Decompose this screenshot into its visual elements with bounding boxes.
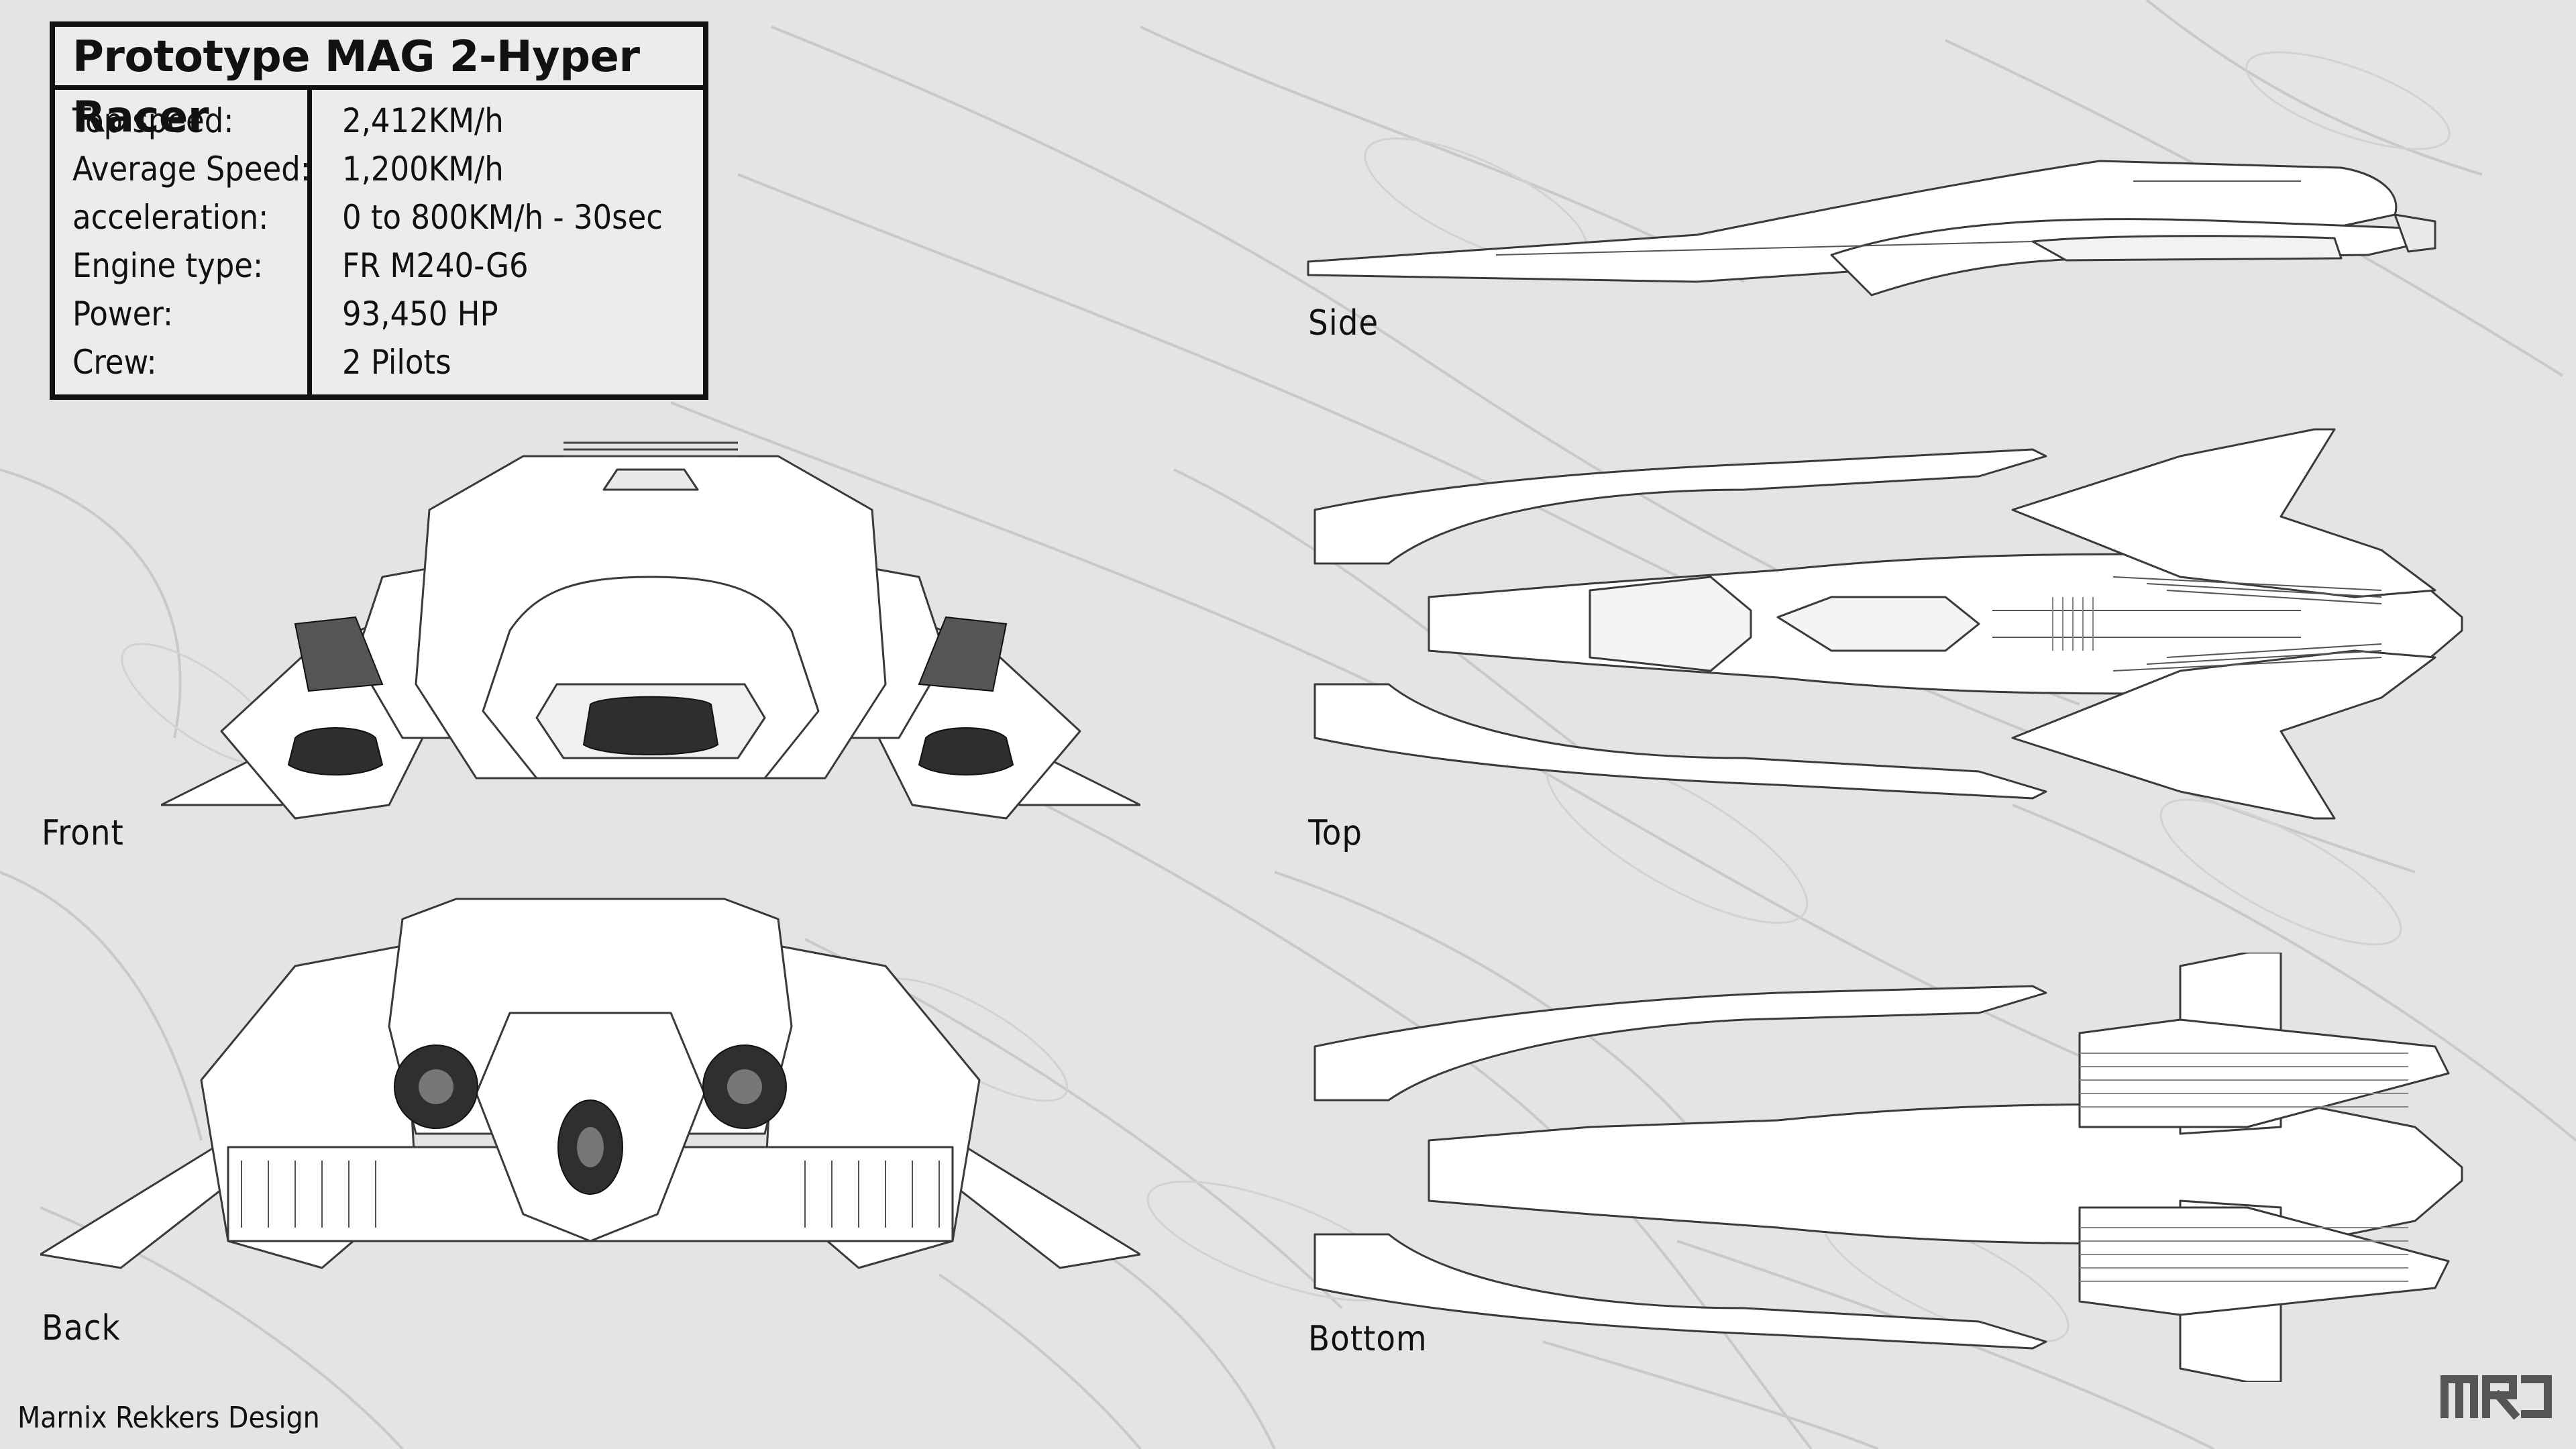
view-label-front: Front (42, 813, 124, 853)
spec-label: Crew: (72, 343, 157, 382)
view-label-bottom: Bottom (1308, 1319, 1428, 1359)
spec-row-engine-type: Engine type: FR M240-G6 (55, 241, 703, 290)
spec-row-top-speed: Top speed: 2,412KM/h (55, 97, 703, 145)
spec-value: 1,200KM/h (342, 150, 504, 189)
spec-value: 2,412KM/h (342, 101, 504, 140)
spec-value: FR M240-G6 (342, 246, 529, 285)
spec-sheet-title: Prototype MAG 2-Hyper Racer (55, 27, 703, 142)
spec-column-divider (307, 90, 312, 400)
spec-row-power: Power: 93,450 HP (55, 290, 703, 338)
side-view-drawing (1295, 141, 2475, 329)
designer-credit: Marnix Rekkers Design (17, 1401, 320, 1435)
view-label-top: Top (1308, 813, 1363, 853)
front-view-drawing (161, 429, 1140, 859)
spec-row-crew: Crew: 2 Pilots (55, 338, 703, 386)
spec-label: acceleration: (72, 198, 269, 237)
spec-label: Engine type: (72, 246, 264, 285)
spec-value: 0 to 800KM/h - 30sec (342, 198, 663, 237)
spec-value: 2 Pilots (342, 343, 451, 382)
spec-label: Top speed: (72, 101, 234, 140)
back-view-drawing (40, 892, 1140, 1308)
spec-label: Average Speed: (72, 150, 311, 189)
view-label-back: Back (42, 1308, 121, 1348)
top-view-drawing (1308, 416, 2516, 832)
spec-row-average-speed: Average Speed: 1,200KM/h (55, 145, 703, 193)
mrj-logo (2439, 1373, 2553, 1422)
spec-label: Power: (72, 294, 174, 333)
spec-row-acceleration: acceleration: 0 to 800KM/h - 30sec (55, 193, 703, 241)
view-label-side: Side (1308, 303, 1379, 343)
spec-sheet-table: Prototype MAG 2-Hyper Racer Top speed: 2… (50, 21, 708, 400)
bottom-view-drawing (1308, 953, 2516, 1382)
spec-sheet-body: Top speed: 2,412KM/h Average Speed: 1,20… (55, 90, 703, 400)
spec-value: 93,450 HP (342, 294, 498, 333)
